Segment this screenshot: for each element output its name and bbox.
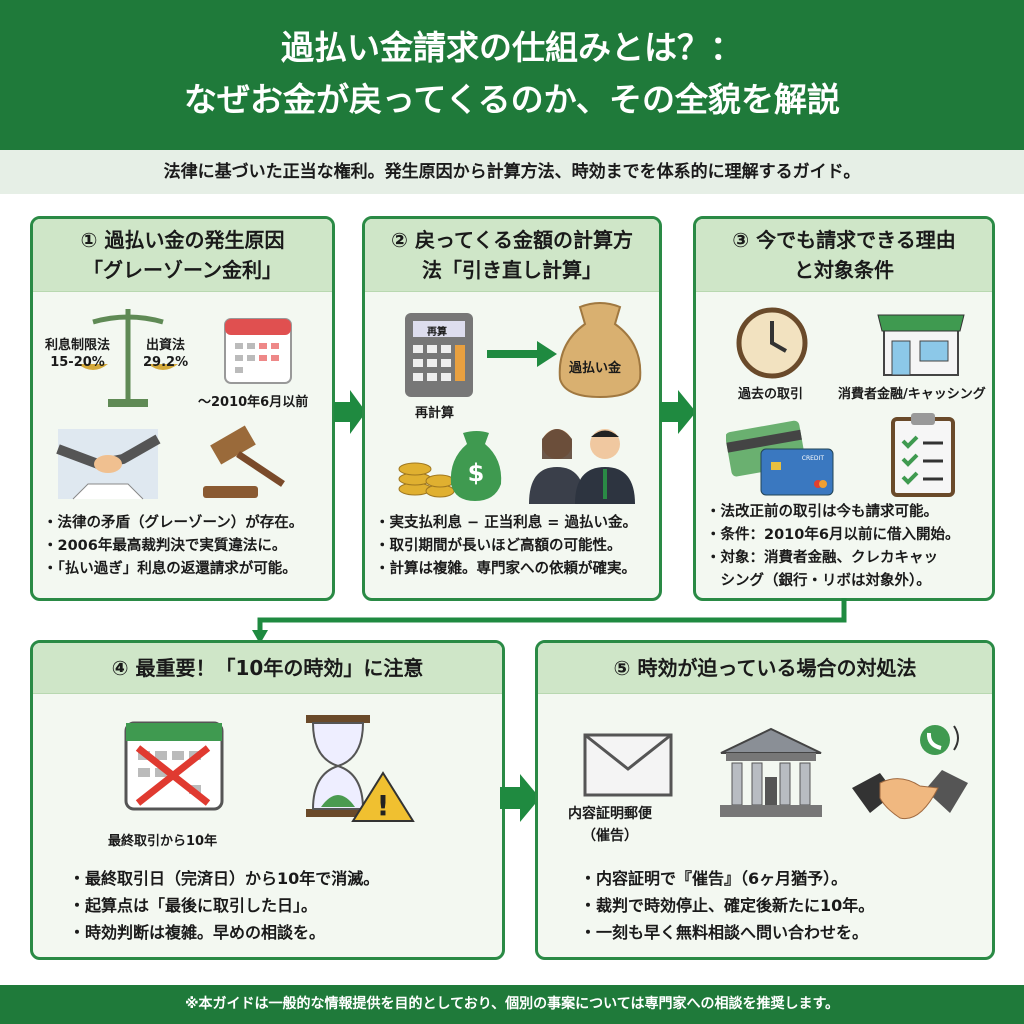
svg-text:$: $ <box>468 459 485 487</box>
svg-text:CREDIT: CREDIT <box>802 455 825 462</box>
page-header: 過払い金請求の仕組みとは？： なぜお金が戻ってくるのか、その全貌を解説 <box>0 0 1024 150</box>
money-bag-icon <box>558 302 642 399</box>
arrow-right-icon <box>500 774 540 822</box>
card-title: ④ 最重要！「10年の時効」に注意 <box>33 643 502 694</box>
credit-cards-icon: CREDIT <box>726 420 834 496</box>
coins-dollar-bag-icon: $ <box>398 431 502 501</box>
storefront-icon <box>877 314 965 376</box>
card-title: ① 過払い金の発生原因「グレーゾーン金利」 <box>33 219 332 292</box>
gavel-icon <box>203 425 285 498</box>
clock-label: 過去の取引 <box>738 387 804 402</box>
title-line-1: 過払い金請求の仕組みとは？： <box>281 28 743 67</box>
calculator-icon <box>405 313 473 397</box>
date-label: 〜2010年6月以前 <box>198 395 309 410</box>
envelope-icon <box>583 733 673 797</box>
scale-icon <box>78 309 178 407</box>
arrow-right-icon <box>660 390 696 434</box>
card-title: ② 戻ってくる金額の計算方法「引き直し計算」 <box>365 219 659 292</box>
card-title: ⑤ 時効が迫っている場合の対処法 <box>538 643 992 694</box>
card-conditions: ③ 今でも請求できる理由と対象条件 過去の取引 消費者金融/キャッシング CRE… <box>693 216 995 601</box>
subtitle: 法律に基づいた正当な権利。発生原因から計算方法、時効までを体系的に理解するガイド… <box>0 150 1024 194</box>
clock-icon <box>736 307 808 379</box>
card-title: ③ 今でも請求できる理由と対象条件 <box>696 219 992 292</box>
mail-label: 内容証明郵便（催告） <box>568 806 652 844</box>
hourglass-warning-icon: ! <box>306 715 415 822</box>
connector-arrow-icon <box>252 598 847 644</box>
title-line-2: なぜお金が戻ってくるのか、その全貌を解説 <box>183 80 841 119</box>
calendar-label: 最終取引から10年 <box>108 834 218 849</box>
checklist-icon <box>891 413 955 497</box>
bullet-list: ・法改正前の取引は今も請求可能。・条件：2010年6月以前に借入開始。・対象：消… <box>706 504 960 589</box>
calculator-screen-text: 再算 <box>427 327 447 338</box>
recalc-label: 再計算 <box>415 406 455 421</box>
calendar-icon <box>224 318 292 384</box>
calendar-crossed-icon <box>124 721 224 811</box>
bullet-list: ・内容証明で『催告』（6ヶ月猶予）。・裁判で時効停止、確定後新たに10年。・一刻… <box>580 869 875 942</box>
svg-text:!: ! <box>377 789 390 822</box>
card-statute-of-limitations: ④ 最重要！「10年の時効」に注意 最終取引から10年 ! ・最終取引日（完済日… <box>30 640 505 960</box>
courthouse-icon <box>720 727 822 817</box>
money-bag-label: 過払い金 <box>569 361 622 376</box>
arrow-right-icon <box>487 341 557 367</box>
professionals-icon <box>529 429 635 504</box>
bullet-list: ・実支払利息 − 正当利息 = 過払い金。・取引期間が長いほど高額の可能性。・計… <box>375 515 637 577</box>
card-countermeasures: ⑤ 時効が迫っている場合の対処法 内容証明郵便（催告） ・内容証明で『催告』（6… <box>535 640 995 960</box>
shop-label: 消費者金融/キャッシング <box>838 387 986 402</box>
phone-handshake-icon <box>852 725 968 820</box>
bullet-list: ・法律の矛盾（グレーゾーン）が存在。・2006年最高裁判決で実質違法に。・「払い… <box>43 515 304 577</box>
card-calculation: ② 戻ってくる金額の計算方法「引き直し計算」 再算 再計算 過払い金 $ ・実支… <box>362 216 662 601</box>
handshake-contract-icon <box>56 429 161 500</box>
footer-disclaimer: ※本ガイドは一般的な情報提供を目的としており、個別の事案については専門家への相談… <box>0 985 1024 1024</box>
arrow-right-icon <box>334 390 366 434</box>
bullet-list: ・最終取引日（完済日）から10年で消滅。・起算点は「最後に取引した日」。・時効判… <box>69 869 380 942</box>
